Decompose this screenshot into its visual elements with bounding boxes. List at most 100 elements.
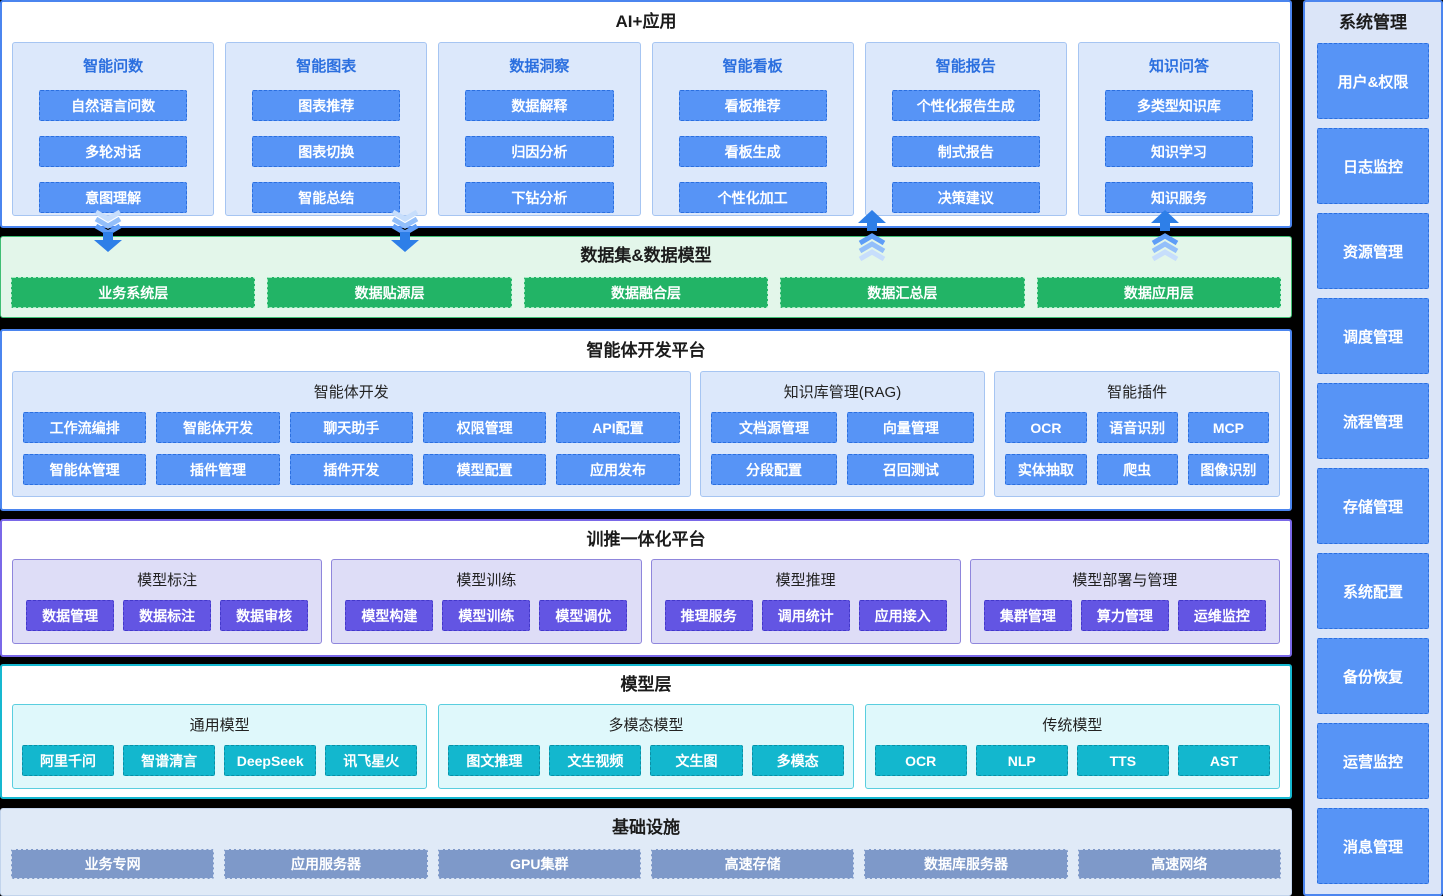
section-training-platform-title: 训推一体化平台 (586, 530, 706, 549)
system-management-button[interactable]: 消息管理 (1317, 808, 1429, 884)
app-feature-button[interactable]: 看板推荐 (678, 90, 827, 121)
training-feature-button[interactable]: 调用统计 (761, 600, 850, 631)
system-management-button[interactable]: 运营监控 (1317, 723, 1429, 799)
data-layer-button[interactable]: 数据应用层 (1036, 277, 1282, 308)
model-button[interactable]: 阿里千问 (22, 745, 115, 776)
app-feature-button[interactable]: 个性化加工 (678, 182, 827, 213)
training-feature-button[interactable]: 算力管理 (1080, 600, 1169, 631)
app-columns: 智能问数自然语言问数多轮对话意图理解智能图表图表推荐图表切换智能总结数据洞察数据… (12, 42, 1281, 216)
app-feature-button[interactable]: 数据解释 (465, 90, 614, 121)
agent-feature-button[interactable]: 实体抽取 (1005, 454, 1087, 485)
app-feature-button[interactable]: 知识服务 (1104, 182, 1254, 213)
agent-feature-button[interactable]: API配置 (556, 412, 680, 443)
data-layer-button[interactable]: 业务系统层 (11, 277, 256, 308)
system-management-button[interactable]: 用户&权限 (1317, 43, 1429, 119)
system-management-button[interactable]: 存储管理 (1317, 468, 1429, 544)
data-layer-button[interactable]: 数据汇总层 (780, 277, 1025, 308)
model-button[interactable]: 图文推理 (448, 745, 541, 776)
infrastructure-button[interactable]: 应用服务器 (224, 849, 428, 879)
agent-feature-button[interactable]: 权限管理 (422, 412, 547, 443)
training-feature-button[interactable]: 运维监控 (1177, 600, 1266, 631)
agent-feature-button[interactable]: 插件管理 (156, 454, 280, 485)
app-feature-button[interactable]: 多轮对话 (39, 136, 188, 167)
button-row: 文档源管理向量管理 (710, 412, 975, 443)
agent-feature-button[interactable]: 智能体开发 (156, 412, 280, 443)
section-system-management-title: 系统管理 (1339, 13, 1407, 32)
training-feature-button[interactable]: 模型调优 (539, 600, 628, 631)
training-feature-button[interactable]: 应用接入 (858, 600, 947, 631)
training-group: 模型训练模型构建模型训练模型调优 (331, 559, 642, 644)
agent-feature-button[interactable]: 聊天助手 (289, 412, 413, 443)
flow-arrow-up-icon (854, 210, 890, 273)
app-column: 数据洞察数据解释归因分析下钻分析 (438, 42, 641, 216)
system-management-button[interactable]: 备份恢复 (1317, 638, 1429, 714)
data-layer-button[interactable]: 数据贴源层 (267, 277, 512, 308)
model-button[interactable]: TTS (1076, 745, 1169, 776)
training-feature-button[interactable]: 数据标注 (123, 600, 212, 631)
infrastructure-button[interactable]: 业务专网 (11, 849, 215, 879)
infrastructure-button[interactable]: 高速存储 (650, 849, 855, 879)
agent-feature-button[interactable]: 向量管理 (847, 412, 975, 443)
training-feature-button[interactable]: 数据审核 (220, 600, 309, 631)
model-button[interactable]: NLP (975, 745, 1068, 776)
app-column-title: 智能报告 (935, 58, 996, 75)
system-management-button[interactable]: 资源管理 (1317, 213, 1429, 289)
agent-feature-button[interactable]: 召回测试 (847, 454, 975, 485)
app-feature-button[interactable]: 知识学习 (1104, 136, 1254, 167)
infrastructure-button[interactable]: GPU集群 (437, 849, 641, 879)
agent-feature-button[interactable]: 模型配置 (422, 454, 547, 485)
system-management-button[interactable]: 日志监控 (1317, 128, 1429, 204)
section-dataset: 数据集&数据模型 业务系统层数据贴源层数据融合层数据汇总层数据应用层 (0, 236, 1292, 318)
model-button[interactable]: AST (1177, 745, 1270, 776)
agent-feature-button[interactable]: 智能体管理 (23, 454, 147, 485)
app-feature-button[interactable]: 意图理解 (39, 182, 188, 213)
section-infrastructure-title: 基础设施 (612, 818, 680, 837)
model-button[interactable]: DeepSeek (224, 745, 317, 776)
data-layer-button[interactable]: 数据融合层 (523, 277, 769, 308)
agent-feature-button[interactable]: 应用发布 (556, 454, 680, 485)
training-feature-button[interactable]: 集群管理 (983, 600, 1072, 631)
training-feature-button[interactable]: 数据管理 (26, 600, 115, 631)
system-management-button[interactable]: 系统配置 (1317, 553, 1429, 629)
training-feature-button[interactable]: 推理服务 (664, 600, 753, 631)
training-feature-button[interactable]: 模型训练 (442, 600, 531, 631)
system-management-button[interactable]: 流程管理 (1317, 383, 1429, 459)
app-feature-button[interactable]: 多类型知识库 (1104, 90, 1254, 121)
training-feature-button[interactable]: 模型构建 (345, 600, 434, 631)
infrastructure-button[interactable]: 高速网络 (1077, 849, 1281, 879)
agent-feature-button[interactable]: OCR (1005, 412, 1087, 443)
section-model-layer-title: 模型层 (620, 675, 672, 694)
app-feature-button[interactable]: 个性化报告生成 (891, 90, 1040, 121)
app-feature-button[interactable]: 制式报告 (891, 136, 1040, 167)
model-button[interactable]: OCR (874, 745, 967, 776)
app-feature-button[interactable]: 下钻分析 (465, 182, 614, 213)
agent-feature-button[interactable]: MCP (1187, 412, 1270, 443)
model-button[interactable]: 多模态 (751, 745, 844, 776)
system-management-button[interactable]: 调度管理 (1317, 298, 1429, 374)
button-row: 模型构建模型训练模型调优 (342, 600, 630, 631)
agent-feature-button[interactable]: 语音识别 (1096, 412, 1178, 443)
infrastructure-button[interactable]: 数据库服务器 (864, 849, 1068, 879)
app-feature-button[interactable]: 自然语言问数 (39, 90, 188, 121)
section-infrastructure: 基础设施 业务专网应用服务器 GPU集群高速存储数据库服务器高速网络 (0, 808, 1292, 896)
agent-feature-button[interactable]: 插件开发 (289, 454, 413, 485)
app-feature-button[interactable]: 智能总结 (252, 182, 401, 213)
agent-feature-button[interactable]: 工作流编排 (23, 412, 147, 443)
model-button[interactable]: 文生图 (650, 745, 743, 776)
agent-feature-button[interactable]: 图像识别 (1187, 454, 1270, 485)
app-feature-button[interactable]: 决策建议 (891, 182, 1040, 213)
agent-group-title: 知识库管理(RAG) (783, 384, 902, 401)
app-feature-button[interactable]: 图表切换 (252, 136, 401, 167)
app-feature-button[interactable]: 图表推荐 (252, 90, 401, 121)
agent-feature-button[interactable]: 爬虫 (1096, 454, 1178, 485)
model-button[interactable]: 文生视频 (549, 745, 642, 776)
model-button[interactable]: 智谱清言 (123, 745, 216, 776)
app-feature-button[interactable]: 看板生成 (678, 136, 827, 167)
agent-feature-button[interactable]: 文档源管理 (710, 412, 838, 443)
model-button[interactable]: 讯飞星火 (325, 745, 418, 776)
button-row: 集群管理算力管理运维监控 (981, 600, 1269, 631)
app-feature-button[interactable]: 归因分析 (465, 136, 614, 167)
agent-feature-button[interactable]: 分段配置 (710, 454, 838, 485)
